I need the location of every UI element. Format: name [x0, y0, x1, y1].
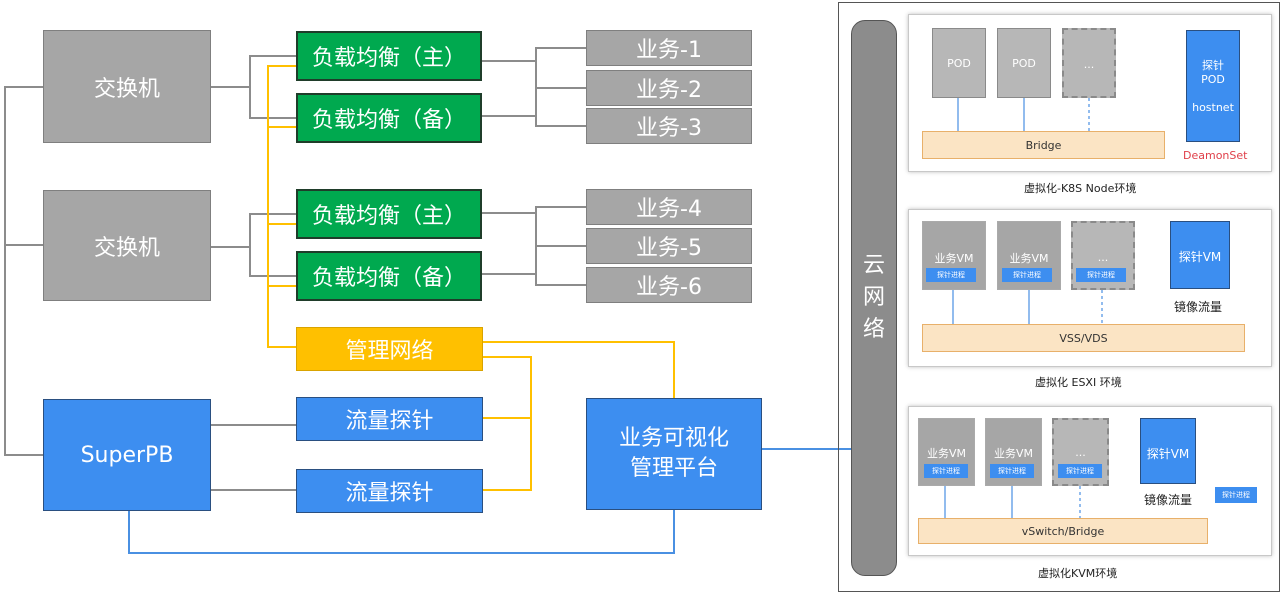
esxi-mirror-label: 镜像流量: [1174, 300, 1223, 314]
esxi-caption: 虚拟化 ESXI 环境: [1035, 376, 1122, 389]
k8s-pod-1: POD: [932, 28, 986, 98]
cloud-char-3: 络: [862, 317, 885, 342]
platform-line-2: 管理平台: [629, 456, 718, 481]
kvm-caption: 虚拟化KVM环境: [1038, 567, 1118, 580]
cloud-char-1: 云: [862, 253, 885, 278]
esxi-switch: VSS/VDS: [922, 324, 1245, 352]
traffic-probe-2: 流量探针: [296, 469, 483, 513]
load-balancer-4: 负载均衡（备）: [296, 251, 482, 301]
esxi-vm-more-process: 探针进程: [1076, 268, 1126, 282]
load-balancer-3: 负载均衡（主）: [296, 189, 482, 239]
kvm-vm-2-process: 探针进程: [990, 464, 1034, 478]
traffic-probe-1: 流量探针: [296, 397, 483, 441]
esxi-vm-2-process: 探针进程: [1002, 268, 1052, 282]
k8s-bridge: Bridge: [922, 131, 1165, 159]
kvm-probe-vm: 探针VM: [1140, 418, 1196, 484]
platform-line-1: 业务可视化: [618, 426, 729, 451]
management-network: 管理网络: [296, 327, 483, 371]
cloud-char-2: 网: [862, 285, 885, 310]
k8s-caption: 虚拟化-K8S Node环境: [1024, 182, 1137, 195]
load-balancer-1: 负载均衡（主）: [296, 31, 482, 81]
k8s-pod-2: POD: [997, 28, 1051, 98]
k8s-probe-pod: 探针 POD hostnet: [1186, 30, 1240, 142]
switch-2: 交换机: [43, 190, 211, 301]
kvm-switch: vSwitch/Bridge: [918, 518, 1208, 544]
kvm-mirror-label: 镜像流量: [1144, 493, 1193, 507]
cloud-network: 云 网 络: [851, 20, 897, 576]
service-6: 业务-6: [586, 267, 752, 303]
k8s-pod-more: ...: [1062, 28, 1116, 98]
probe-pod-line-1: 探针: [1202, 59, 1224, 72]
kvm-vm-1-process: 探针进程: [924, 464, 968, 478]
service-4: 业务-4: [586, 189, 752, 225]
esxi-vm-1-process: 探针进程: [926, 268, 976, 282]
service-3: 业务-3: [586, 108, 752, 144]
kvm-vm-more-process: 探针进程: [1058, 464, 1102, 478]
probe-pod-line-2: POD: [1201, 73, 1225, 86]
esxi-probe-vm: 探针VM: [1170, 221, 1230, 289]
load-balancer-2: 负载均衡（备）: [296, 93, 482, 143]
service-2: 业务-2: [586, 70, 752, 106]
superpb-box: SuperPB: [43, 399, 211, 511]
kvm-side-process: 探针进程: [1215, 487, 1257, 503]
probe-pod-line-3: hostnet: [1192, 101, 1234, 114]
service-1: 业务-1: [586, 30, 752, 66]
switch-1: 交换机: [43, 30, 211, 143]
service-5: 业务-5: [586, 228, 752, 264]
k8s-daemonset-label: DeamonSet: [1183, 149, 1248, 162]
visualization-platform: 业务可视化 管理平台: [586, 398, 762, 510]
